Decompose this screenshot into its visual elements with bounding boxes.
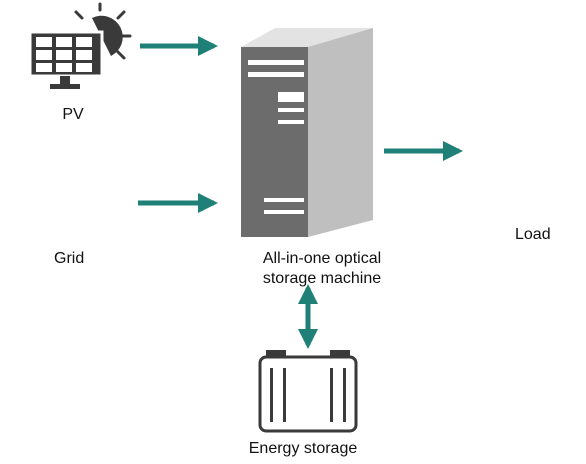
pv-label: PV <box>62 106 84 123</box>
battery-icon <box>258 350 358 433</box>
grid-label: Grid <box>54 250 85 267</box>
load-label: Load <box>515 226 551 243</box>
server-cabinet-icon <box>241 28 373 237</box>
solar-panel-icon <box>28 2 132 89</box>
machine-label-line2: storage machine <box>262 270 382 287</box>
energy-storage-label: Energy storage <box>248 440 358 457</box>
machine-label-line1: All-in-one optical <box>262 250 382 267</box>
